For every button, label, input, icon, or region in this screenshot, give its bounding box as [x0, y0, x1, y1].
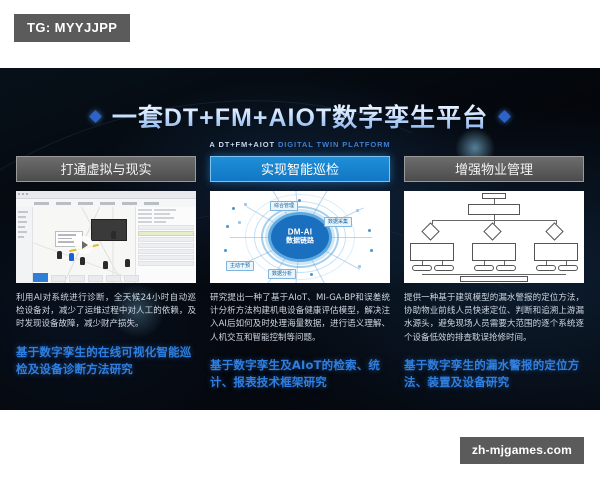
column-header-3[interactable]: 增强物业管理	[404, 156, 584, 182]
map-marker	[125, 259, 130, 267]
diagram-center-label: DM-AI 数据链路	[286, 228, 314, 247]
flow-connector	[494, 199, 495, 204]
diagram-node	[298, 199, 301, 202]
diagram-tag: 数据采集	[324, 217, 353, 227]
flow-result-node	[412, 265, 432, 271]
flow-connector	[494, 215, 495, 220]
map-canvas	[33, 207, 135, 283]
column-paragraph-2: 研究提出一种了基于AIoT、MI-GA-BP和误差统计分析方法构建机电设备健康评…	[210, 293, 390, 343]
diagram-node	[358, 265, 361, 268]
dashboard-body	[16, 207, 196, 283]
diamond-icon	[88, 109, 102, 123]
thumbnail-radial-diagram[interactable]: DM-AI 数据链路	[210, 191, 390, 283]
diagram-node	[244, 203, 247, 206]
diagram-tag: 数据分析	[268, 269, 297, 279]
column-virtual-reality: 打通虚拟与现实	[16, 156, 196, 406]
diamond-icon	[498, 109, 512, 123]
flow-decision-node	[483, 222, 502, 241]
diagram-tag: 综合管理	[270, 201, 299, 211]
slide-title-block: 一套DT+FM+AIOT数字孪生平台 A DT+FM+AIOT DIGITAL …	[0, 98, 600, 149]
tg-tag-badge: TG: MYYJJPP	[14, 14, 131, 42]
flow-start-node	[482, 193, 506, 199]
columns-container: 打通虚拟与现实	[0, 156, 600, 406]
column-smart-inspection: 实现智能巡检	[210, 156, 390, 406]
detail-table	[138, 225, 194, 266]
detail-field-row	[138, 217, 194, 219]
map-photo-popup	[91, 219, 127, 241]
column-conclusion-1: 基于数字孪生的在线可视化智能巡检及设备诊断方法研究	[16, 344, 192, 376]
flow-connector	[432, 220, 433, 224]
column-paragraph-1: 利用AI对系统进行诊断，全天候24小时自动巡检设备对，减少了运维过程中对人工的依…	[16, 293, 196, 330]
flow-connector	[422, 261, 423, 265]
flowchart-diagram	[404, 191, 584, 283]
dashboard-sidebar	[16, 207, 33, 283]
center-label-line1: DM-AI	[287, 227, 313, 237]
map-marker	[80, 257, 85, 265]
center-label-line2: 数据链路	[286, 237, 314, 245]
flow-connector	[504, 261, 505, 265]
detail-field-row	[138, 221, 194, 223]
presentation-slide: 一套DT+FM+AIOT数字孪生平台 A DT+FM+AIOT DIGITAL …	[0, 68, 600, 410]
site-watermark: zh-mjgames.com	[459, 437, 584, 464]
play-button-icon[interactable]	[75, 236, 93, 254]
flow-decision-node	[421, 222, 440, 241]
diagram-node	[356, 209, 359, 212]
flow-connector	[442, 261, 443, 265]
diagram-node	[224, 249, 227, 252]
flow-connector	[484, 261, 485, 265]
flow-connector	[494, 220, 495, 224]
diagram-node	[232, 207, 235, 210]
flow-detail-node	[410, 243, 454, 261]
diagram-tag: 主动干预	[226, 261, 255, 271]
page-title: 一套DT+FM+AIOT数字孪生平台	[112, 98, 488, 134]
diagram-node	[226, 225, 229, 228]
diagram-node	[370, 249, 373, 252]
column-conclusion-2: 基于数字孪生及AIoT的检索、统计、报表技术框架研究	[210, 357, 381, 389]
diagram-node	[238, 221, 241, 224]
browser-chrome-bar	[16, 191, 196, 199]
thumbnail-flowchart[interactable]	[404, 191, 584, 283]
map-marker	[111, 231, 116, 239]
map-marker	[103, 261, 108, 269]
flow-connector	[556, 220, 557, 224]
flow-merge-bus	[422, 274, 566, 275]
flow-connector	[546, 261, 547, 265]
flow-result-node	[558, 265, 578, 271]
flow-result-node	[536, 265, 556, 271]
title-row: 一套DT+FM+AIOT数字孪生平台	[0, 98, 600, 134]
map-marker	[57, 251, 62, 259]
column-header-2[interactable]: 实现智能巡检	[210, 156, 390, 182]
flow-detail-node	[534, 243, 578, 261]
column-paragraph-3: 提供一种基于建筑模型的漏水警报的定位方法，协助物业前线人员快速定位、判断和追溯上…	[404, 293, 584, 343]
subtitle-prefix: A DT+FM+AIOT	[209, 140, 278, 149]
column-header-1[interactable]: 打通虚拟与现实	[16, 156, 196, 182]
flow-detail-node	[472, 243, 516, 261]
diagram-node	[310, 273, 313, 276]
diagram-node	[368, 229, 371, 232]
dashboard-detail-panel	[135, 207, 196, 283]
flow-output-node	[460, 276, 528, 282]
window-dots-icon	[18, 193, 28, 195]
inner-ring	[261, 206, 339, 268]
dm-ai-radial-diagram: DM-AI 数据链路	[210, 191, 390, 283]
flow-result-node	[434, 265, 454, 271]
dashboard-bottom-tabs	[33, 273, 140, 282]
detail-field-row	[138, 213, 194, 215]
thumbnail-dashboard-map[interactable]	[16, 191, 196, 283]
slide-subtitle: A DT+FM+AIOT DIGITAL TWIN PLATFORM	[0, 140, 600, 149]
flow-process-node	[468, 204, 520, 215]
detail-field-row	[138, 209, 194, 211]
flow-decision-node	[545, 222, 564, 241]
outer-ring	[245, 194, 355, 280]
subtitle-suffix: DIGITAL TWIN PLATFORM	[277, 140, 391, 149]
map-marker	[69, 253, 74, 261]
dashboard-screenshot	[16, 191, 196, 283]
flow-connector	[566, 261, 567, 265]
flow-result-node	[474, 265, 494, 271]
column-conclusion-3: 基于数字孪生的漏水警报的定位方法、装置及设备研究	[404, 357, 580, 389]
flow-result-node	[496, 265, 516, 271]
column-property-management: 增强物业管理	[404, 156, 584, 406]
core-circle	[268, 212, 332, 262]
